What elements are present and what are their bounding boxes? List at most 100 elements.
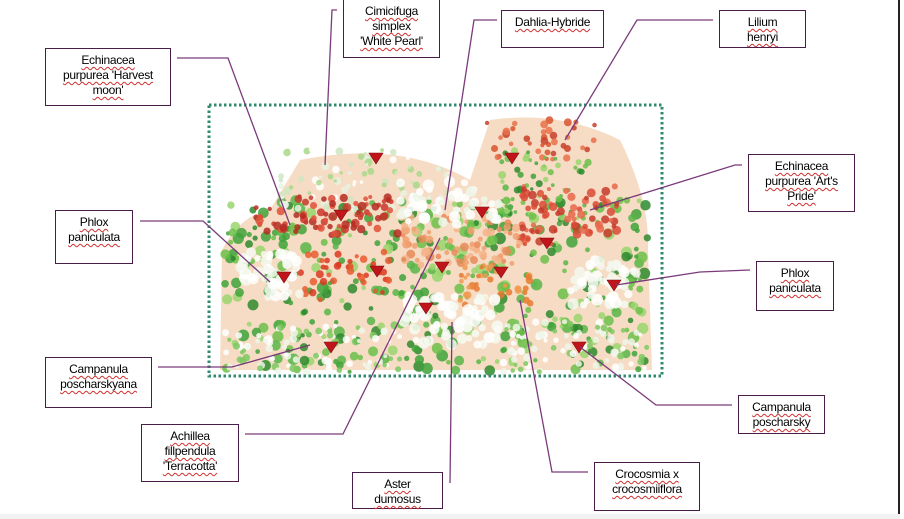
- phlox-flowers: [577, 277, 587, 287]
- cimicifuga-spikes: [347, 171, 352, 176]
- campanula-flowers: [364, 363, 372, 370]
- achillea-flowers: [425, 235, 434, 244]
- aster-flowers: [446, 309, 457, 320]
- daylily-flowers: [346, 267, 355, 275]
- campanula-flowers: [552, 328, 558, 334]
- foliage: [252, 225, 258, 231]
- campanula-flowers: [255, 338, 261, 344]
- achillea-flowers: [507, 230, 513, 236]
- lily-stems: [528, 212, 537, 221]
- lily-flowers: [549, 131, 558, 140]
- campanula-flowers: [325, 365, 333, 373]
- campanula-flowers: [510, 368, 515, 373]
- foliage: [343, 302, 352, 311]
- foliage: [635, 306, 644, 315]
- lily-stems: [517, 171, 524, 178]
- foliage: [333, 358, 339, 365]
- crocosmia-flowers: [522, 285, 529, 292]
- lily-stems: [530, 173, 537, 180]
- foliage: [456, 200, 463, 208]
- lily-flowers: [527, 141, 532, 146]
- daylily-flowers: [335, 261, 342, 268]
- foliage: [533, 358, 538, 363]
- daylily-flowers: [324, 257, 330, 264]
- foliage: [636, 251, 648, 263]
- foliage: [411, 344, 420, 353]
- cimicifuga-spikes: [426, 195, 432, 201]
- achillea-flowers: [462, 259, 469, 266]
- foliage: [278, 239, 288, 250]
- foliage: [562, 268, 567, 274]
- lily-flowers: [510, 126, 516, 132]
- campanula-flowers: [523, 361, 529, 367]
- crocosmia-flowers: [485, 264, 493, 272]
- cimicifuga-spikes: [308, 148, 312, 152]
- lily-stems: [535, 180, 543, 188]
- echinacea-flowers: [328, 212, 338, 221]
- dahlia-flowers: [438, 199, 445, 206]
- crocosmia-flowers: [465, 272, 471, 277]
- campanula-flowers: [611, 348, 619, 356]
- foliage: [228, 228, 237, 237]
- echinacea-flowers: [263, 227, 271, 235]
- foliage: [321, 251, 327, 257]
- leader-line: [245, 237, 441, 435]
- lily-flowers: [523, 135, 531, 142]
- foliage: [323, 308, 332, 316]
- foliage: [246, 231, 252, 238]
- daylily-flowers: [319, 277, 328, 286]
- leader-line: [158, 344, 311, 368]
- echinacea-flowers: [374, 214, 382, 222]
- foliage: [309, 319, 316, 325]
- dahlia-flowers: [396, 211, 406, 220]
- foliage: [525, 306, 532, 314]
- daylily-flowers: [354, 254, 359, 259]
- campanula-flowers: [617, 352, 625, 360]
- foliage: [321, 333, 327, 340]
- foliage: [480, 356, 487, 362]
- daylily-flowers: [304, 251, 312, 259]
- echinacea-flowers: [309, 201, 318, 210]
- foliage: [230, 255, 236, 262]
- echinacea-flowers: [321, 196, 327, 202]
- dahlia-flowers: [419, 212, 431, 223]
- foliage: [299, 355, 310, 366]
- cimicifuga-spikes: [352, 180, 357, 184]
- marker-triangle-icon: [434, 261, 450, 274]
- foliage: [630, 222, 640, 232]
- lily-stems: [575, 159, 582, 166]
- campanula-flowers: [315, 327, 323, 335]
- foliage: [349, 351, 359, 361]
- achillea-flowers: [463, 255, 468, 260]
- aster-flowers: [450, 293, 459, 301]
- cimicifuga-spikes: [303, 147, 311, 155]
- lily-flowers: [535, 148, 542, 155]
- cimicifuga-spikes: [278, 182, 285, 189]
- foliage: [404, 355, 410, 362]
- aster-flowers: [417, 337, 430, 349]
- campanula-flowers: [342, 335, 351, 344]
- foliage: [331, 235, 342, 246]
- foliage: [598, 312, 606, 320]
- achillea-flowers: [426, 229, 432, 235]
- echinacea-flowers: [531, 203, 538, 210]
- lily-stems: [502, 184, 509, 191]
- phlox-flowers: [567, 298, 579, 310]
- echinacea-flowers: [603, 200, 608, 205]
- cimicifuga-spikes: [333, 177, 342, 185]
- phlox-flowers: [607, 271, 617, 282]
- lily-stems: [498, 171, 507, 179]
- campanula-flowers: [604, 357, 610, 363]
- dahlia-flowers: [448, 194, 455, 202]
- crocosmia-flowers: [463, 275, 468, 280]
- foliage: [621, 251, 631, 262]
- dahlia-flowers: [448, 211, 461, 223]
- lily-flowers: [580, 145, 586, 151]
- phlox-flowers: [266, 250, 274, 259]
- phlox-flowers: [597, 262, 605, 271]
- campanula-flowers: [227, 337, 232, 342]
- cimicifuga-spikes: [279, 195, 284, 200]
- aster-flowers: [448, 301, 459, 312]
- crocosmia-flowers: [487, 276, 494, 283]
- label-echinacea-arts-pride: Echinacea purpurea 'Art's Pride': [748, 154, 855, 212]
